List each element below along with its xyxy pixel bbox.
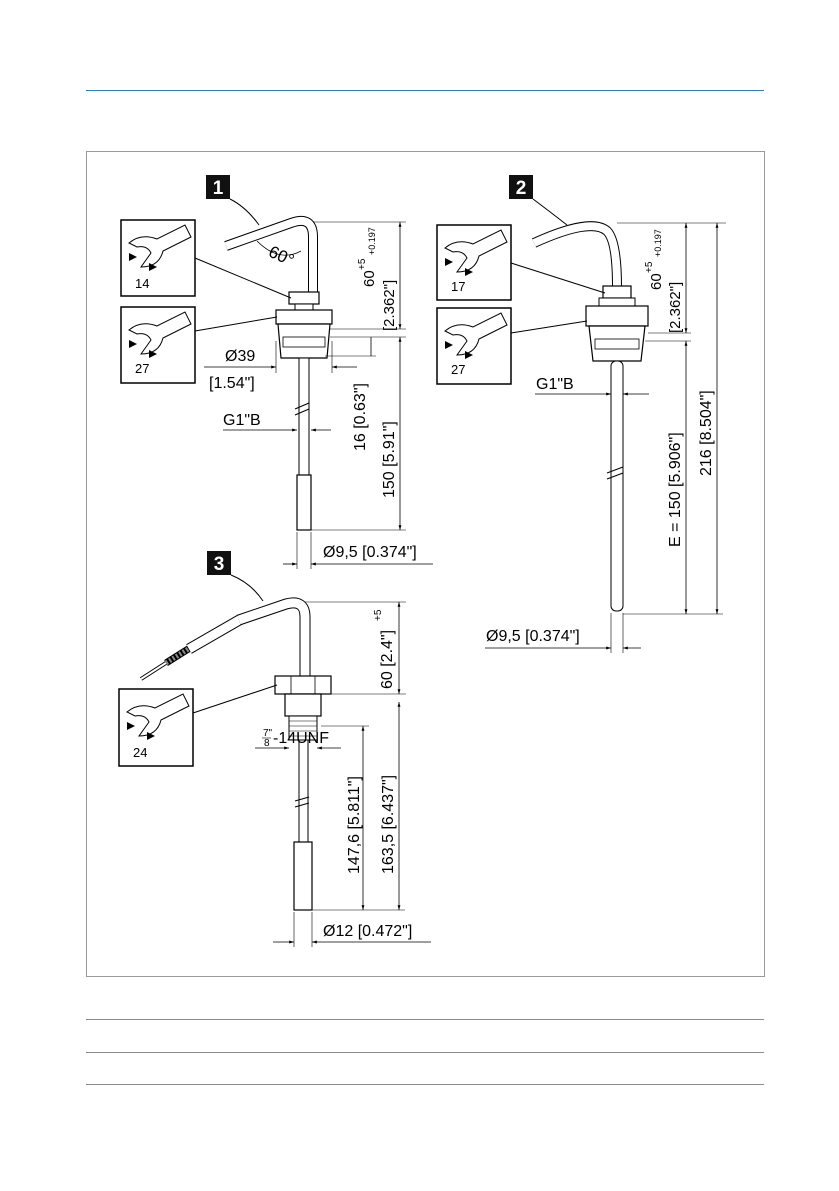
svg-text:Ø39: Ø39 bbox=[225, 348, 255, 365]
table-rule-1 bbox=[86, 1019, 764, 1020]
panel-3-stem bbox=[299, 740, 308, 842]
panel-3: 3 24 60 [2.4"] +5 bbox=[119, 551, 431, 947]
svg-text:+0.197: +0.197 bbox=[653, 229, 663, 257]
svg-text:[2.362"]: [2.362"] bbox=[667, 282, 684, 333]
svg-text:150 [5.91"]: 150 [5.91"] bbox=[381, 421, 398, 498]
panel-2-wrench-17: 17 bbox=[437, 225, 511, 300]
panel-1-wrench-27: 27 bbox=[121, 307, 195, 383]
svg-text:[1.54"]: [1.54"] bbox=[209, 375, 255, 392]
panel-1-stem bbox=[299, 358, 309, 475]
figure-frame: 1 60° 14 27 bbox=[86, 151, 765, 977]
svg-text:Ø12 [0.472"]: Ø12 [0.472"] bbox=[323, 923, 412, 940]
svg-text:+5: +5 bbox=[357, 258, 368, 270]
svg-text:27: 27 bbox=[451, 362, 465, 377]
svg-text:8: 8 bbox=[264, 738, 270, 749]
dimension-drawing: 1 60° 14 27 bbox=[87, 152, 766, 978]
svg-text:E = 150 [5.906"]: E = 150 [5.906"] bbox=[667, 432, 684, 547]
panel-1-wrench-14: 14 bbox=[121, 220, 195, 296]
panel-1: 1 60° 14 27 bbox=[121, 175, 433, 569]
svg-text:Ø9,5 [0.374"]: Ø9,5 [0.374"] bbox=[323, 544, 417, 561]
panel-2-flange bbox=[586, 306, 648, 326]
svg-text:14: 14 bbox=[135, 276, 149, 291]
svg-text:+0.197: +0.197 bbox=[367, 227, 377, 255]
svg-text:17: 17 bbox=[451, 279, 465, 294]
svg-text:60: 60 bbox=[648, 273, 665, 290]
table-rule-2 bbox=[86, 1052, 764, 1053]
panel-2: 2 17 27 60 +5 +0.197 [2.36 bbox=[437, 175, 726, 653]
svg-text:G1"B: G1"B bbox=[536, 376, 574, 393]
panel-2-wrench-27: 27 bbox=[437, 308, 511, 384]
panel-2-stem bbox=[611, 361, 623, 611]
svg-text:27: 27 bbox=[135, 361, 149, 376]
panel-1-leader bbox=[230, 199, 259, 225]
svg-text:147,6 [5.811"]: 147,6 [5.811"] bbox=[346, 776, 363, 874]
svg-text:+5: +5 bbox=[373, 609, 384, 621]
panel-2-number: 2 bbox=[516, 178, 527, 199]
panel-1-number: 1 bbox=[213, 178, 224, 199]
panel-1-flange bbox=[276, 310, 332, 324]
panel-1-hex-nut bbox=[289, 292, 319, 304]
header-rule bbox=[86, 90, 764, 91]
table-rule-3 bbox=[86, 1084, 764, 1085]
svg-text:+5: +5 bbox=[644, 261, 655, 273]
svg-text:G1"B: G1"B bbox=[223, 412, 261, 429]
svg-text:[2.362"]: [2.362"] bbox=[381, 280, 398, 331]
panel-2-hex-nut bbox=[603, 286, 631, 298]
svg-text:60: 60 bbox=[361, 270, 378, 287]
panel-3-sensor-tip bbox=[294, 842, 312, 910]
panel-3-hex-nut bbox=[275, 676, 331, 694]
svg-text:216 [8.504"]: 216 [8.504"] bbox=[698, 390, 715, 476]
svg-text:Ø9,5 [0.374"]: Ø9,5 [0.374"] bbox=[486, 628, 580, 645]
panel-3-number: 3 bbox=[214, 554, 225, 575]
svg-text:24: 24 bbox=[133, 745, 147, 760]
svg-text:60 [2.4"]: 60 [2.4"] bbox=[379, 630, 396, 689]
svg-text:-14UNF: -14UNF bbox=[273, 730, 329, 747]
panel-1-sensor-tip bbox=[297, 475, 311, 530]
panel-3-wrench-24: 24 bbox=[119, 689, 193, 766]
svg-text:16 [0.63"]: 16 [0.63"] bbox=[352, 383, 369, 451]
svg-text:163,5 [6.437"]: 163,5 [6.437"] bbox=[380, 775, 397, 874]
panel-1-angle: 60° bbox=[266, 242, 297, 270]
